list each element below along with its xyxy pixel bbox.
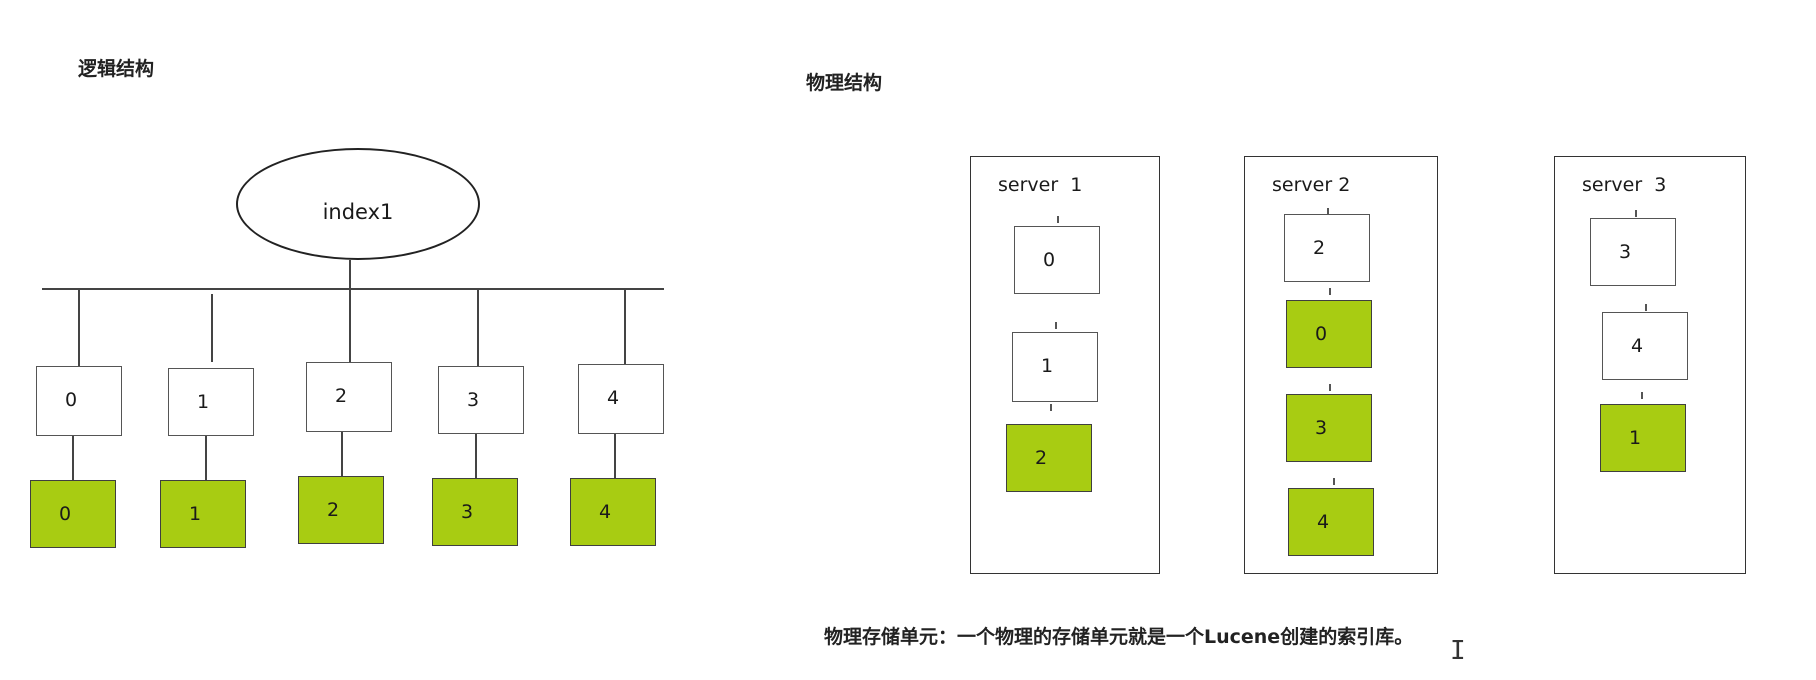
- server-1-tick-2: [1050, 404, 1052, 411]
- server-2-shard-1: 0: [1286, 300, 1372, 368]
- physical-structure-heading: 物理结构: [806, 72, 883, 94]
- logical-structure-heading: 逻辑结构: [78, 58, 155, 80]
- logical-replica-shard-3: 3: [432, 478, 518, 546]
- server-3-tick-0: [1635, 210, 1637, 217]
- logical-replica-shard-1: 1: [160, 480, 246, 548]
- logical-replica-shard-2: 2: [298, 476, 384, 544]
- logical-primary-shard-0: 0: [36, 366, 122, 436]
- bus-drop-1: [211, 294, 213, 362]
- logical-primary-shard-3: 3: [438, 366, 524, 434]
- index-node: index1: [236, 148, 480, 260]
- server-3-label: server 3: [1582, 174, 1667, 196]
- server-1-shard-0: 0: [1014, 226, 1100, 294]
- replica-link-4: [614, 434, 616, 478]
- server-3-tick-1: [1645, 304, 1647, 311]
- replica-link-1: [205, 436, 207, 480]
- server-1-label: server 1: [998, 174, 1083, 196]
- shard-bus-line: [42, 288, 664, 290]
- bus-drop-0: [78, 288, 80, 366]
- server-1-shard-2: 2: [1006, 424, 1092, 492]
- server-2-tick-0: [1327, 208, 1329, 215]
- server-1-tick-1: [1055, 322, 1057, 329]
- replica-link-3: [475, 434, 477, 478]
- index-connector: [349, 260, 351, 290]
- server-3-shard-1: 4: [1602, 312, 1688, 380]
- logical-replica-shard-0: 0: [30, 480, 116, 548]
- replica-link-0: [72, 436, 74, 480]
- physical-storage-caption: 物理存储单元：一个物理的存储单元就是一个Lucene创建的索引库。: [824, 626, 1414, 648]
- server-2-tick-3: [1333, 478, 1335, 485]
- server-2-tick-1: [1329, 288, 1331, 295]
- server-2-label: server 2: [1272, 174, 1351, 196]
- server-2-shard-0: 2: [1284, 214, 1370, 282]
- index-label: index1: [322, 200, 394, 224]
- server-2-shard-3: 4: [1288, 488, 1374, 556]
- server-2-shard-2: 3: [1286, 394, 1372, 462]
- server-3-shard-0: 3: [1590, 218, 1676, 286]
- replica-link-2: [341, 432, 343, 476]
- text-cursor-icon: I: [1450, 636, 1466, 666]
- server-1-tick-0: [1057, 216, 1059, 223]
- logical-primary-shard-2: 2: [306, 362, 392, 432]
- logical-primary-shard-1: 1: [168, 368, 254, 436]
- bus-drop-2: [349, 288, 351, 362]
- bus-drop-3: [477, 290, 479, 366]
- server-1-shard-1: 1: [1012, 332, 1098, 402]
- server-2-tick-2: [1329, 384, 1331, 391]
- logical-replica-shard-4: 4: [570, 478, 656, 546]
- bus-drop-4: [624, 288, 626, 364]
- server-3-tick-2: [1641, 392, 1643, 399]
- server-3-shard-2: 1: [1600, 404, 1686, 472]
- logical-primary-shard-4: 4: [578, 364, 664, 434]
